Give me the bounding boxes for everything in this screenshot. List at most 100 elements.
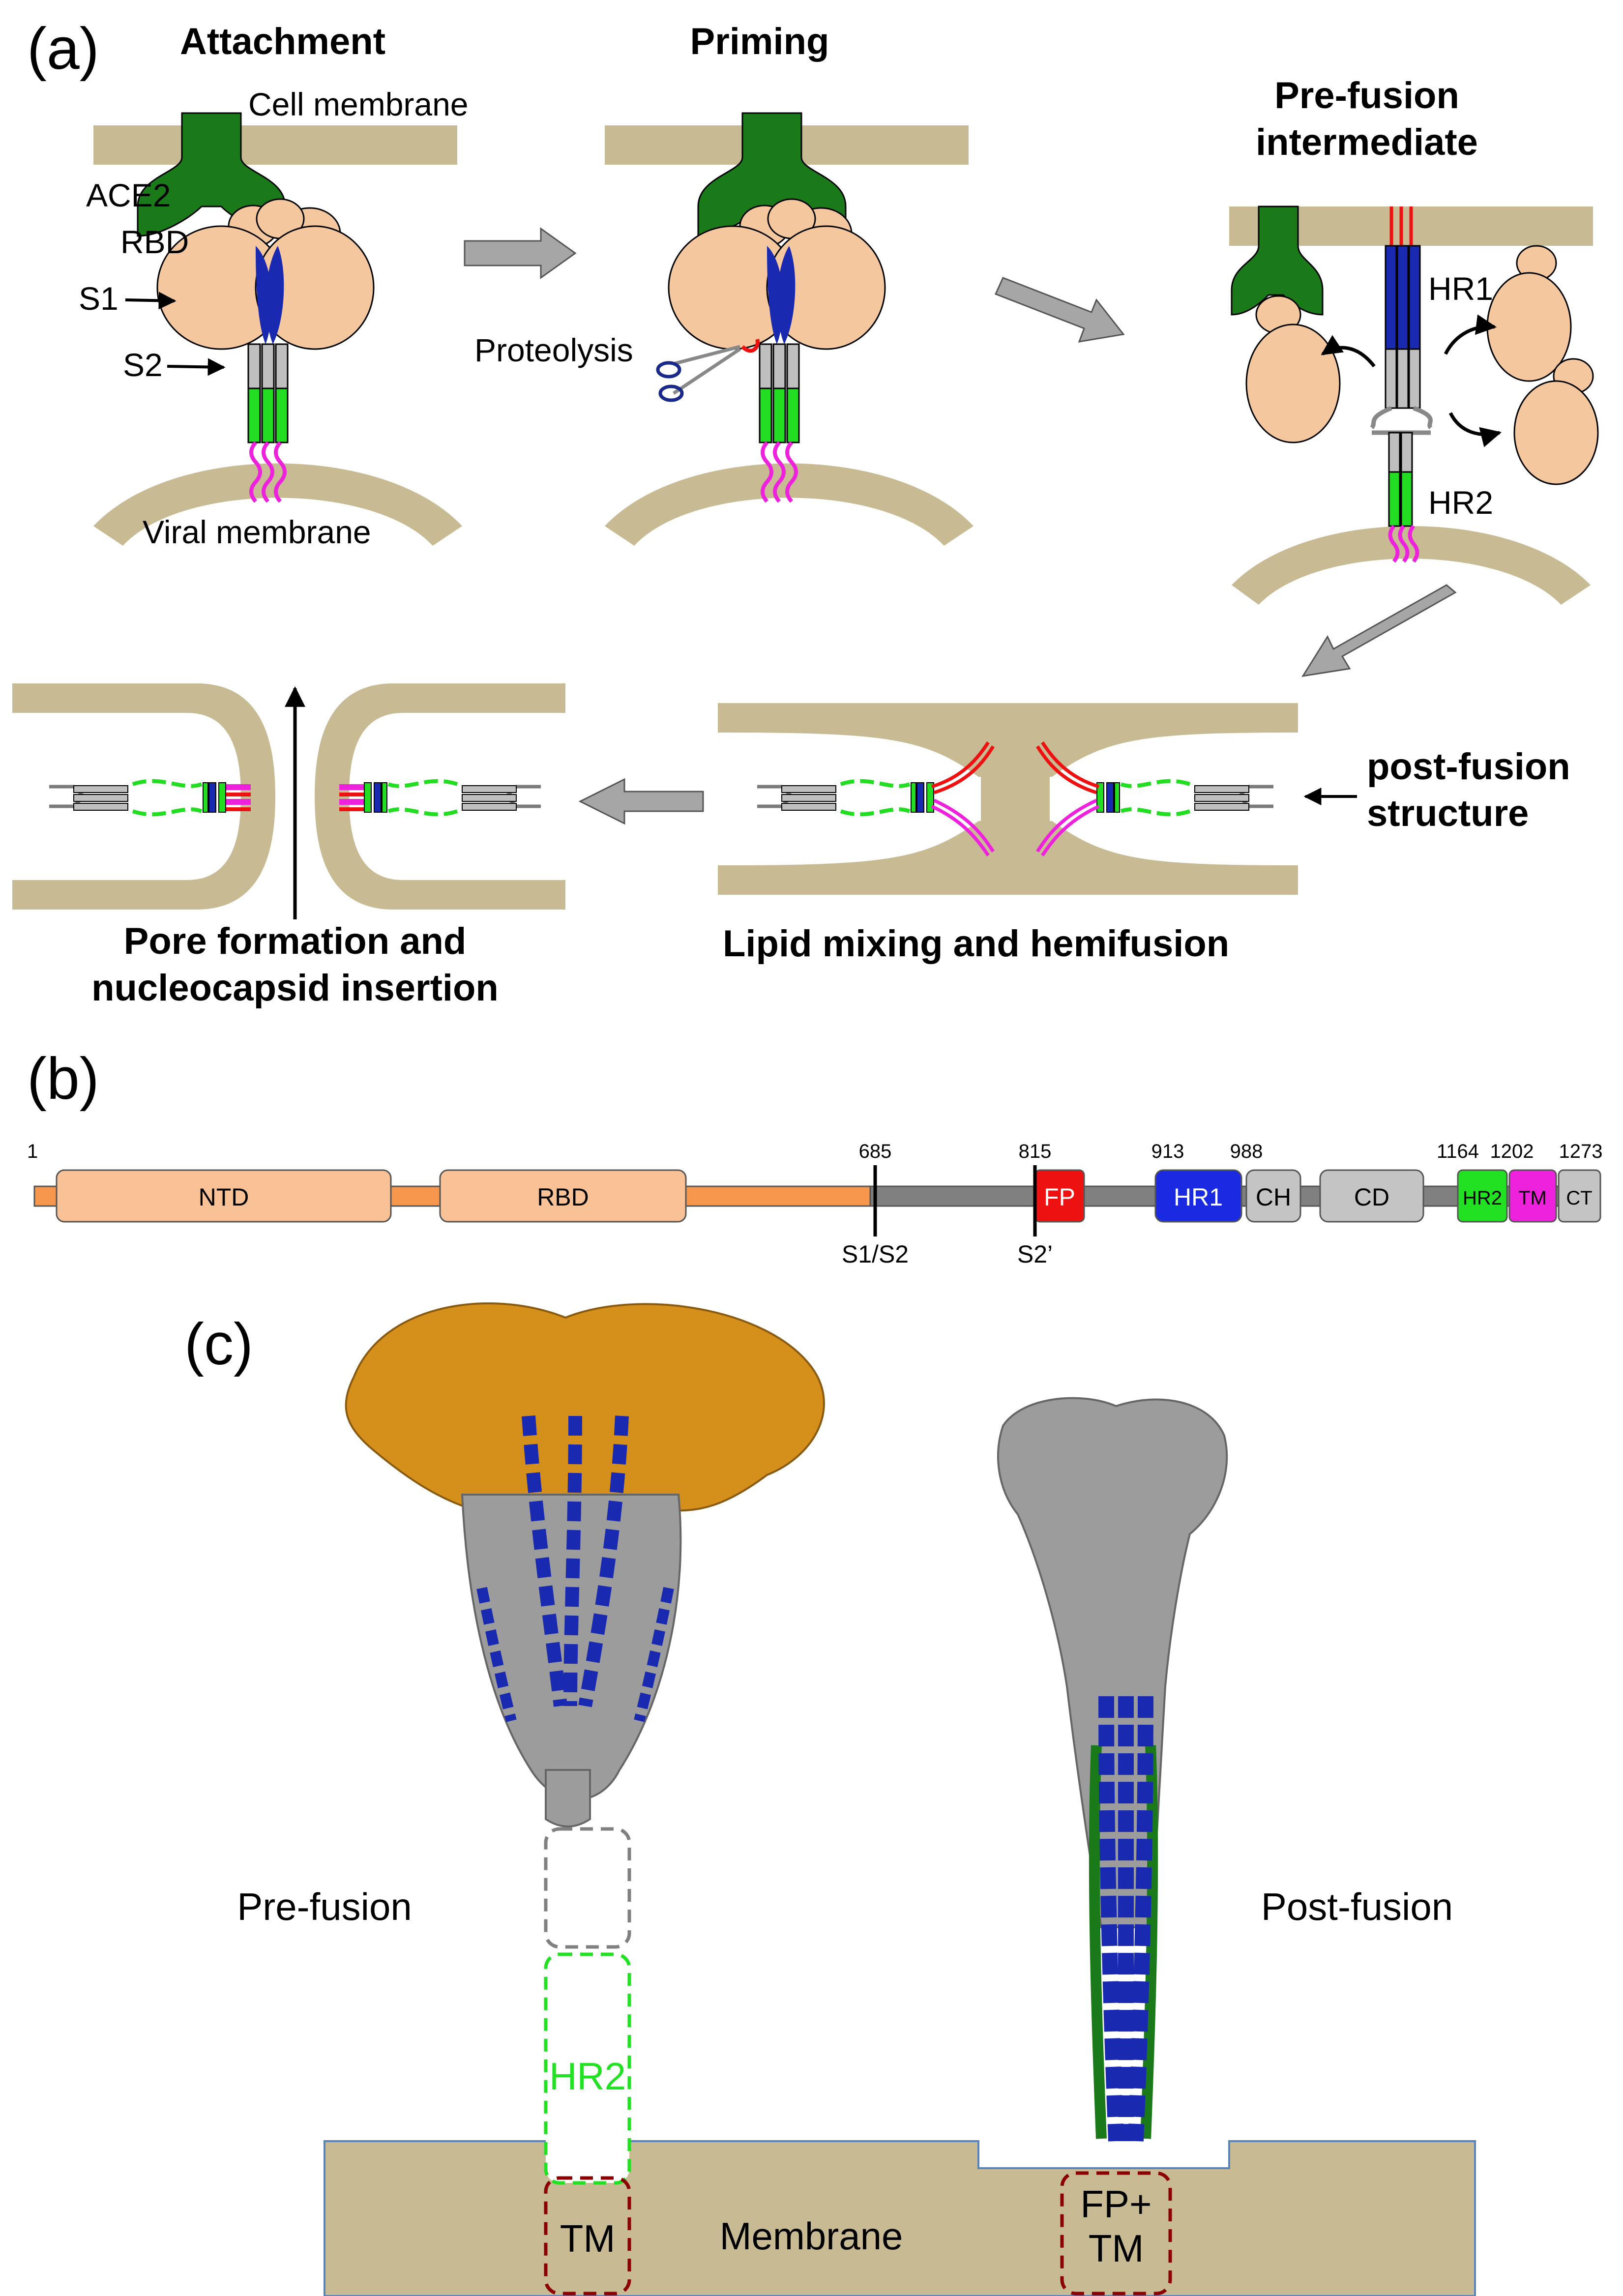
linker-loop [1370,406,1433,435]
fusion-peptide-strands [1389,206,1413,246]
label-rbd: RBD [120,224,189,260]
post-fusion-bundle-right [364,781,541,815]
prefusion-structure: HR2 TM Pre-fusion [237,1302,825,2296]
arrow-hemifusion-to-pore [578,778,704,825]
domain-cd-label: CD [1354,1183,1389,1211]
domain-ntd [56,1169,392,1223]
step-priming-title: Priming [690,21,829,62]
pore-fp-tm-right [339,784,364,811]
domain-tm-label: TM [1518,1187,1547,1209]
domain-hr2-label: HR2 [1463,1187,1502,1209]
panel-b: (b) NTD RBD FP HR1 CH CD HR2 TM CT 1 685… [27,1046,1602,1268]
s2-pointer-arrow [167,358,226,376]
placeholder-tm-box [544,2176,631,2296]
released-s1 [1245,324,1341,443]
domain-fp-label: FP [1044,1183,1075,1211]
hemifusion-scene: Lipid mixing and hemifusion post-fusion … [718,703,1570,965]
position-815: 815 [1019,1141,1052,1162]
s2-ribbon-postfusion [997,1397,1228,1928]
domain-hr1-label: HR1 [1174,1183,1223,1211]
panel-c-label: (c) [184,1311,253,1377]
domain-ct [1558,1169,1601,1223]
step-attachment-title: Attachment [180,21,385,62]
hr1-helices [1385,245,1421,409]
post-fusion-bundle-left [757,781,934,815]
viral-membrane [93,463,462,546]
position-913: 913 [1151,1141,1184,1162]
s2-ribbon-stem [545,1769,591,1827]
label-hr1: HR1 [1428,270,1493,307]
position-685: 685 [859,1141,892,1162]
step-postfusion-title-1: post-fusion [1367,746,1570,788]
pore-fp-tm-left [226,784,251,811]
ace2-receptor [1231,206,1324,316]
label-fptm-2: TM [1089,2227,1144,2270]
arrow-priming-to-prefusion [994,277,1125,343]
step-postfusion-title-2: structure [1367,793,1529,834]
arrow-prefusion-to-hemifusion [1301,584,1457,677]
step-prefusion-title-1: Pre-fusion [1274,75,1459,117]
label-membrane: Membrane [720,2214,903,2258]
domain-rbd-label: RBD [537,1183,589,1211]
panel-a-label: (a) [27,16,99,82]
site-s2prime-label: S2’ [1017,1240,1053,1268]
placeholder-hr2-box [544,1952,631,2185]
domain-hr1 [1154,1169,1242,1223]
domain-rbd [439,1169,687,1223]
domain-cd [1319,1169,1424,1223]
label-ace2: ACE2 [86,177,171,213]
label-cell-membrane: Cell membrane [248,86,469,122]
panel-a: (a) Attachment Priming Pre-fusion interm… [12,16,1599,1009]
prefusion-scene: HR1 HR2 [1229,206,1599,605]
pore-scene: Pore formation and nucleocapsid insertio… [12,683,565,1009]
label-s1: S1 [79,280,118,317]
label-viral-membrane: Viral membrane [143,514,371,550]
right-membrane [315,683,565,910]
label-hr2-placeholder: HR2 [549,2055,626,2098]
six-helix-bundle [1089,1696,1158,2142]
fusion-peptide-strands [931,741,1100,795]
position-1202: 1202 [1490,1141,1534,1162]
s1-ribbon-crown [345,1302,825,1516]
label-fptm-1: FP+ [1080,2182,1151,2226]
placeholder-fptm-box [1060,2171,1172,2296]
priming-scene: Proteolysis [474,112,974,546]
central-helices [476,1415,674,1722]
label-prefusion: Pre-fusion [237,1885,412,1928]
s1-pointer-arrow [125,292,177,310]
domain-hr2 [1457,1169,1508,1223]
label-hr2: HR2 [1428,484,1493,521]
position-988: 988 [1230,1141,1263,1162]
post-fusion-bundle-left [49,781,226,815]
site-s1s2-label: S1/S2 [842,1240,909,1268]
hemifusion-stalk [981,777,1050,821]
step-pore-title-2: nucleocapsid insertion [91,967,499,1009]
cell-membrane [93,125,457,165]
release-arrow [1321,335,1376,368]
arrow-attachment-to-priming [464,227,577,279]
label-postfusion: Post-fusion [1261,1885,1453,1928]
step-pore-title-1: Pore formation and [124,920,467,962]
position-1: 1 [27,1141,38,1162]
post-fusion-bundle-right [1097,781,1273,815]
hr2-helices [1388,432,1413,527]
domain-tm [1508,1169,1557,1223]
scissors-icon [656,345,741,402]
postfusion-structure: FP+ TM Post-fusion [997,1397,1453,2296]
domain-ch [1245,1169,1301,1223]
placeholder-stalk-box [544,1827,631,1949]
step-prefusion-title-2: intermediate [1256,121,1478,163]
domain-ntd-label: NTD [199,1183,249,1211]
domain-ch-label: CH [1256,1183,1291,1211]
label-s2: S2 [123,347,163,383]
domain-ct-label: CT [1566,1187,1592,1209]
viral-membrane [605,463,974,546]
position-1273: 1273 [1559,1141,1603,1162]
panel-b-label: (b) [27,1046,99,1112]
viral-membrane [1232,526,1591,605]
upper-bilayer [718,703,1298,777]
label-proteolysis: Proteolysis [474,332,633,368]
label-tm-placeholder: TM [560,2217,616,2260]
attachment-scene: Cell membrane ACE2 RBD S1 S2 Viral membr… [79,86,469,550]
